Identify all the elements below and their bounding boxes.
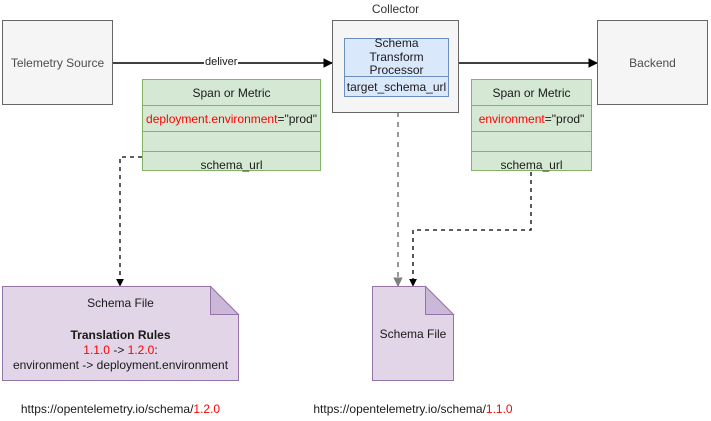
version-to: 1.2.0 <box>127 343 155 357</box>
caption-right-version: 1.1.0 <box>485 402 513 416</box>
right-span-spacer <box>472 132 591 152</box>
schema-file-left-content: Schema File Translation Rules 1.1.0 -> 1… <box>2 286 239 381</box>
node-collector[interactable]: Schema Transform Processor target_schema… <box>332 20 459 113</box>
node-schema-file-right[interactable]: Schema File <box>372 285 455 381</box>
backend-label: Backend <box>629 55 676 70</box>
edge-left-schemaurl-to-file <box>116 156 142 287</box>
collector-label: Collector <box>371 2 420 16</box>
schema-file-left-rules: Translation Rules 1.1.0 -> 1.2.0: enviro… <box>2 328 239 373</box>
left-span-schema-url: schema_url <box>200 158 263 172</box>
table-right-span-or-metric[interactable]: Span or Metric environment="prod" schema… <box>471 79 592 172</box>
caption-schema-url-left: https://opentelemetry.io/schema/1.2.0 <box>2 402 239 416</box>
caption-schema-url-right: https://opentelemetry.io/schema/1.1.0 <box>293 402 533 416</box>
schema-file-left-shape <box>2 285 240 381</box>
translation-rules-heading: Translation Rules <box>70 328 171 342</box>
node-telemetry-source[interactable]: Telemetry Source <box>2 20 113 105</box>
right-span-schema-url: schema_url <box>500 158 563 172</box>
edge-label-deliver: deliver <box>204 56 239 68</box>
left-span-spacer <box>143 132 320 152</box>
schema-file-right-shape <box>372 285 455 381</box>
node-schema-file-left[interactable]: Schema File Translation Rules 1.1.0 -> 1… <box>2 285 240 381</box>
node-backend[interactable]: Backend <box>597 20 708 105</box>
schema-file-left-title: Schema File <box>87 296 154 310</box>
processor-target-schema-url: target_schema_url <box>346 80 447 94</box>
translation-rule-line: environment -> deployment.environment <box>12 358 229 372</box>
translation-rules-versions: 1.1.0 -> 1.2.0: <box>2 343 239 358</box>
version-from: 1.1.0 <box>83 343 110 357</box>
schema-file-right-content: Schema File <box>372 286 454 381</box>
right-span-attribute-value: ="prod" <box>544 111 585 126</box>
right-span-attribute: environment="prod" <box>472 106 591 132</box>
telemetry-source-label: Telemetry Source <box>10 55 105 70</box>
edge-right-schemaurl-to-file <box>409 172 532 287</box>
left-span-header: Span or Metric <box>143 80 320 106</box>
node-schema-transform-processor[interactable]: Schema Transform Processor target_schema… <box>344 36 449 97</box>
version-colon: : <box>154 343 158 357</box>
right-span-attribute-key: environment <box>478 111 545 126</box>
schema-file-right-title: Schema File <box>379 327 447 341</box>
right-span-header: Span or Metric <box>472 80 591 106</box>
caption-left-version: 1.2.0 <box>193 402 221 416</box>
caption-right-base: https://opentelemetry.io/schema/ <box>313 402 486 416</box>
left-span-attribute: deployment.environment="prod" <box>143 106 320 132</box>
processor-title: Schema Transform Processor <box>345 36 448 77</box>
left-span-attribute-value: ="prod" <box>277 111 317 126</box>
caption-left-base: https://opentelemetry.io/schema/ <box>20 402 194 416</box>
version-arrow: -> <box>109 343 128 357</box>
table-left-span-or-metric[interactable]: Span or Metric deployment.environment="p… <box>142 79 321 172</box>
left-span-attribute-key: deployment.environment <box>146 111 278 126</box>
